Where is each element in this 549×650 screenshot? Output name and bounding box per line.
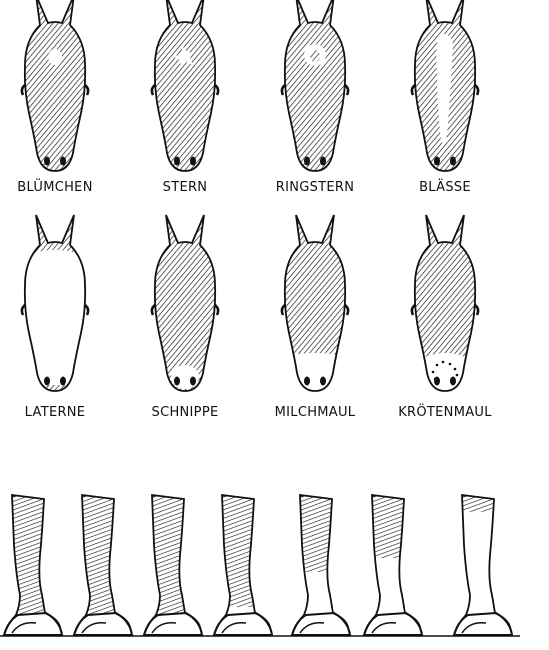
face-kroetenmaul — [412, 215, 478, 395]
face-ringstern — [282, 0, 348, 171]
face-schnippe — [152, 215, 218, 391]
label-stern: STERN — [125, 180, 245, 195]
leg-6 — [350, 495, 430, 635]
label-laterne: LATERNE — [0, 405, 115, 420]
label-blaesse: BLÄSSE — [385, 180, 505, 195]
leg-7 — [440, 495, 520, 635]
face-blaesse — [412, 0, 478, 171]
leg-4 — [200, 495, 280, 635]
leg-1 — [0, 495, 70, 635]
leg-3 — [130, 495, 210, 635]
face-laterne — [22, 215, 88, 391]
face-bluemchen — [22, 0, 88, 171]
label-ringstern: RINGSTERN — [255, 180, 375, 195]
label-bluemchen: BLÜMCHEN — [0, 180, 115, 195]
face-milchmaul — [282, 215, 348, 395]
label-milchmaul: MILCHMAUL — [255, 405, 375, 420]
label-kroetenmaul: KRÖTENMAUL — [385, 405, 505, 420]
label-schnippe: SCHNIPPE — [125, 405, 245, 420]
leg-2 — [60, 495, 140, 635]
face-stern — [152, 0, 218, 171]
leg-5 — [278, 495, 358, 635]
